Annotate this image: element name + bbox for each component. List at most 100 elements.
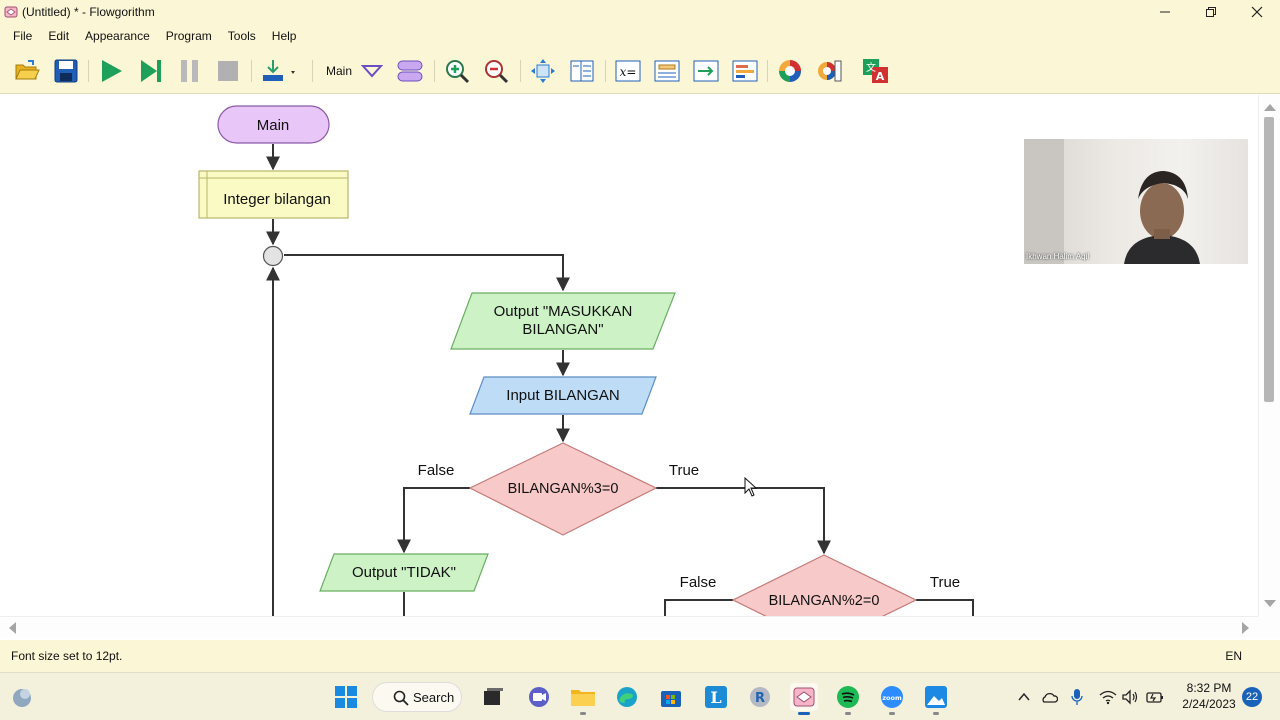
step-icon	[141, 60, 161, 82]
variable-x-icon: x=	[615, 60, 641, 82]
photos-button[interactable]	[922, 683, 950, 715]
svg-text:文: 文	[866, 61, 876, 74]
start-button[interactable]	[332, 683, 360, 711]
horizontal-scrollbar[interactable]	[0, 616, 1258, 638]
windows-layout-icon	[570, 60, 594, 82]
zoom-button[interactable]: zoom	[878, 683, 906, 715]
start-terminal[interactable]: Main	[217, 105, 330, 144]
restore-icon	[1206, 7, 1216, 17]
declare-label: Integer bilangan	[223, 191, 331, 208]
save-button[interactable]	[52, 57, 80, 85]
menu-tools[interactable]: Tools	[227, 29, 256, 43]
pause-icon	[181, 60, 198, 82]
input-bilangan-shape[interactable]: Input BILANGAN	[469, 376, 657, 415]
file-explorer-button[interactable]	[569, 683, 597, 715]
edge-button[interactable]	[613, 683, 641, 711]
run-button[interactable]	[97, 57, 125, 85]
variable-watch-button[interactable]: x=	[614, 57, 642, 85]
status-language: EN	[1225, 649, 1242, 663]
spotify-icon	[837, 686, 859, 708]
scroll-right-icon[interactable]	[1236, 617, 1256, 639]
function-selector[interactable]: Main	[326, 64, 353, 78]
microphone-icon[interactable]	[1070, 688, 1084, 706]
function-dropdown-button[interactable]	[358, 57, 386, 85]
chevron-up-icon[interactable]	[1017, 690, 1031, 704]
source-code-button[interactable]	[692, 57, 720, 85]
output-masukkan-shape[interactable]: Output "MASUKKAN BILANGAN"	[450, 292, 676, 350]
console-button[interactable]	[653, 57, 681, 85]
window-title: (Untitled) * - Flowgorithm	[22, 5, 155, 19]
windows-start-icon	[335, 686, 357, 708]
layout-button[interactable]	[529, 57, 557, 85]
widgets-button[interactable]	[8, 683, 36, 711]
source-code-icon	[693, 60, 719, 82]
start-label: Main	[257, 117, 290, 134]
decision-mod2-shape[interactable]: BILANGAN%2=0	[731, 554, 918, 616]
color-theme-button[interactable]	[776, 57, 804, 85]
scroll-up-icon[interactable]	[1259, 97, 1280, 117]
menu-help[interactable]: Help	[271, 29, 297, 43]
stop-icon	[218, 61, 238, 81]
loop-connector[interactable]	[262, 245, 284, 267]
cloud-icon[interactable]	[1040, 689, 1058, 705]
style-button[interactable]	[815, 57, 843, 85]
translate-button[interactable]: 文 A	[862, 57, 890, 85]
task-view-button[interactable]	[479, 683, 507, 711]
clock-time[interactable]: 8:32 PM	[1186, 681, 1232, 695]
minimize-icon	[1160, 11, 1170, 13]
vertical-scroll-thumb[interactable]	[1264, 117, 1274, 402]
scroll-down-icon[interactable]	[1259, 594, 1280, 614]
variables-window-button[interactable]	[568, 57, 596, 85]
store-button[interactable]	[657, 683, 685, 711]
battery-icon[interactable]	[1145, 689, 1165, 705]
spotify-button[interactable]	[834, 683, 862, 715]
step-button[interactable]	[137, 57, 165, 85]
teams-chat-button[interactable]	[525, 683, 553, 711]
search-icon	[393, 690, 409, 706]
maximize-button[interactable]	[1188, 0, 1234, 24]
chart-button[interactable]	[731, 57, 759, 85]
title-bar: (Untitled) * - Flowgorithm	[0, 0, 1280, 24]
flowgorithm-taskbar-button[interactable]	[790, 683, 818, 715]
menu-program[interactable]: Program	[165, 29, 212, 43]
clock-date[interactable]: 2/24/2023	[1182, 697, 1236, 711]
svg-text:A: A	[876, 70, 885, 83]
flowchart-diagram: Main Integer bilangan Output "MASUKKAN B…	[198, 105, 974, 616]
microsoft-store-icon	[661, 691, 681, 707]
pause-button[interactable]	[176, 57, 204, 85]
zoom-out-button[interactable]	[482, 57, 510, 85]
open-button[interactable]	[13, 57, 41, 85]
output-tidak-label: Output "TIDAK"	[352, 564, 456, 581]
manage-functions-button[interactable]	[396, 57, 424, 85]
stop-button[interactable]	[214, 57, 242, 85]
zoom-app-icon: zoom	[881, 686, 903, 708]
notification-badge[interactable]: 22	[1242, 687, 1262, 707]
search-label: Search	[413, 689, 455, 705]
task-view-icon	[484, 688, 503, 705]
video-chat-icon	[529, 687, 549, 707]
scroll-corner	[1258, 616, 1280, 638]
taskbar-search[interactable]: Search	[372, 682, 462, 712]
output-tidak-shape[interactable]: Output "TIDAK"	[319, 553, 489, 592]
decision-mod3-shape[interactable]: BILANGAN%3=0	[468, 442, 658, 536]
svg-text:R: R	[755, 691, 765, 706]
volume-icon[interactable]	[1121, 689, 1139, 705]
scroll-left-icon[interactable]	[2, 617, 22, 639]
menu-appearance[interactable]: Appearance	[85, 29, 150, 43]
vertical-scrollbar[interactable]	[1258, 95, 1280, 616]
close-icon	[1251, 6, 1263, 18]
menu-edit[interactable]: Edit	[48, 29, 70, 43]
folder-icon	[571, 690, 595, 706]
menu-file[interactable]: File	[13, 29, 33, 43]
wifi-icon[interactable]	[1099, 689, 1117, 705]
input-label: Input BILANGAN	[506, 387, 619, 404]
close-button[interactable]	[1234, 0, 1280, 24]
app-l-button[interactable]: L	[702, 683, 730, 711]
color-wheel-icon	[779, 60, 801, 82]
r-app-button[interactable]: R	[746, 683, 774, 711]
flowgorithm-icon	[793, 687, 815, 707]
declare-shape[interactable]: Integer bilangan	[198, 170, 349, 219]
minimize-button[interactable]	[1142, 0, 1188, 24]
zoom-in-button[interactable]	[443, 57, 471, 85]
speed-dropdown[interactable]	[261, 57, 299, 85]
